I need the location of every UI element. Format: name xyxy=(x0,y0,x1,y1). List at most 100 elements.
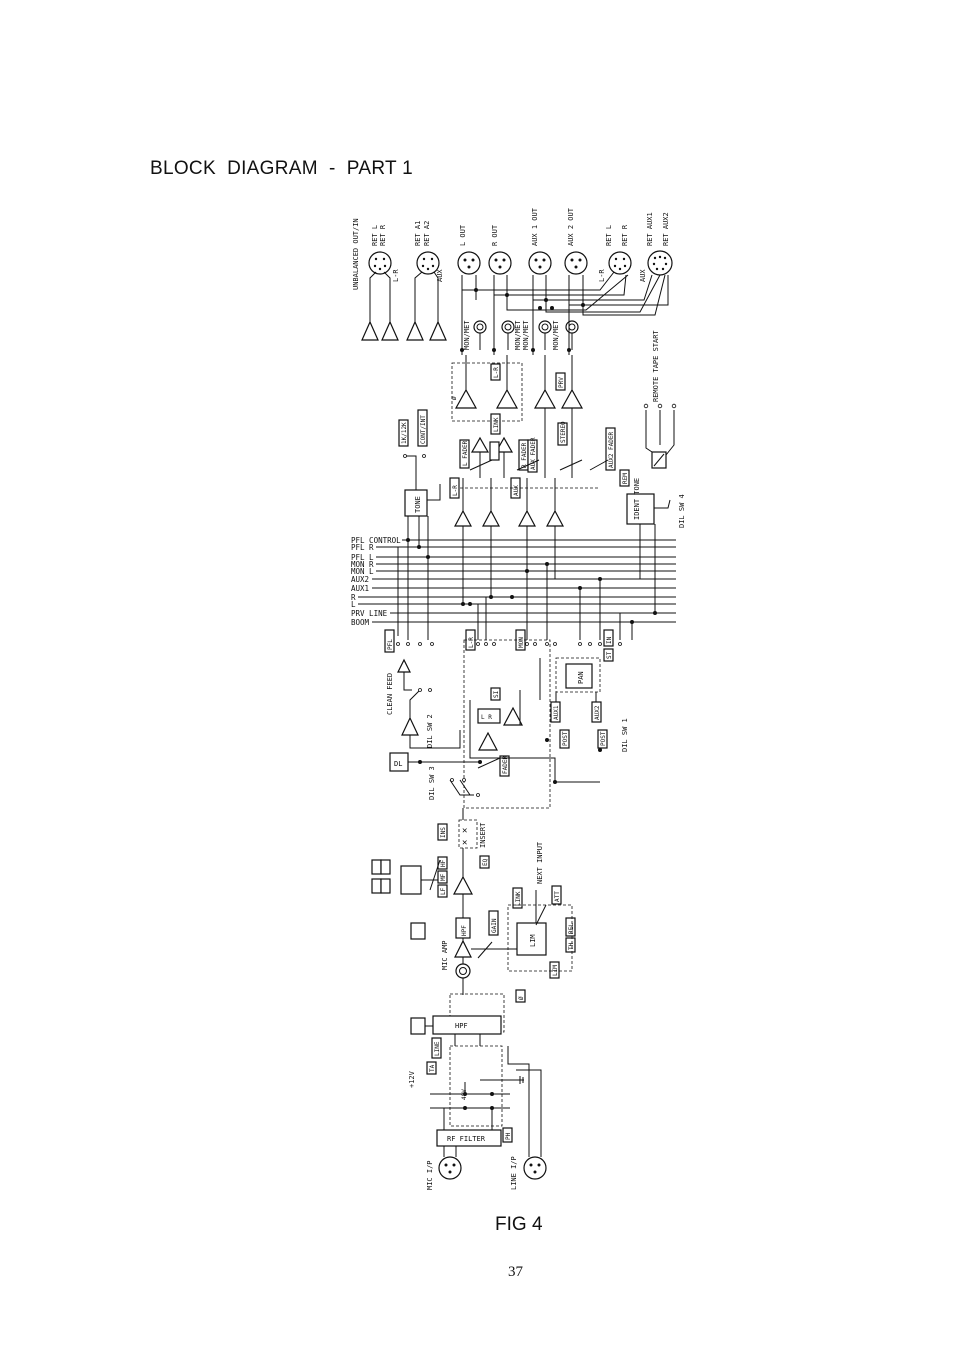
label-ret-aux2: RET AUX2 xyxy=(662,212,670,246)
label-aux2-fader: AUX2 FADER xyxy=(608,431,615,468)
page-title: BLOCK DIAGRAM - PART 1 xyxy=(150,158,414,179)
label-aux-b: AUX xyxy=(639,269,647,282)
switch-contacts xyxy=(396,642,622,646)
label-remote: REMOTE TAPE START xyxy=(652,330,660,402)
label-rem: REM xyxy=(622,473,629,484)
label-link-ch: LINK xyxy=(515,891,522,906)
label-mon: MON xyxy=(518,637,525,648)
connector-ret-aux xyxy=(647,250,673,276)
label-mon-met-3: MON/MET xyxy=(522,320,530,350)
svg-text:Ø: Ø xyxy=(451,396,458,400)
label-link: LINK xyxy=(493,417,500,432)
connector-ret-a xyxy=(416,251,440,275)
label-dil-sw4: DIL SW 4 xyxy=(678,494,686,528)
output-connectors xyxy=(368,250,673,276)
bus-buffers xyxy=(407,478,600,604)
connector-unbalanced xyxy=(368,251,392,275)
output-buffers xyxy=(361,290,447,341)
clean-feed-section: CLEAN FEED DIL SW 2 DL DIL SW 3 xyxy=(386,673,482,800)
label-aux1-fader: AUX FADER xyxy=(530,437,537,470)
label-ret-l: RET L xyxy=(371,225,379,246)
label-post2: POST xyxy=(600,731,607,746)
label-r-fader: R FADER xyxy=(521,442,528,468)
label-lr-tone: L-R xyxy=(452,485,459,496)
label-ret-l2: RET L xyxy=(605,225,613,246)
bus-labels: PFL CONTROL PFL R PFL L MON R MON L AUX2… xyxy=(351,536,401,627)
label-lim: LIM xyxy=(529,934,537,947)
label-in: IN xyxy=(606,636,613,644)
bus-label-pfl-r: PFL R xyxy=(351,543,374,552)
label-pan: PAN xyxy=(577,671,585,684)
label-gain: GAIN xyxy=(491,918,498,933)
svg-text:✕: ✕ xyxy=(462,838,467,848)
label-ident: IDENT TONE xyxy=(633,478,641,520)
label-ret-a2: RET A2 xyxy=(423,221,431,246)
buffer-aux1 xyxy=(533,388,557,409)
label-l-out: L OUT xyxy=(459,224,467,246)
label-mon-met-4: MON/MET xyxy=(552,320,560,350)
label-lr-master: L-R xyxy=(493,367,500,378)
label-mic-amp: MIC AMP xyxy=(441,940,449,970)
label-dl: DL xyxy=(394,760,402,768)
buffer-aux2 xyxy=(560,388,584,409)
label-clean-feed: CLEAN FEED xyxy=(386,673,394,715)
xlr-l-out xyxy=(457,251,481,275)
label-th: TH xyxy=(568,942,575,950)
xlr-aux2-out xyxy=(564,251,588,275)
label-att: ATT xyxy=(554,891,561,902)
label-aux1-out: AUX 1 OUT xyxy=(531,207,539,246)
master-faders: L FADER R FADER AUX FADER STEREO LINK AU… xyxy=(459,408,616,478)
xlr-r-out xyxy=(488,251,512,275)
label-line-ip: LINE I/P xyxy=(510,1156,518,1190)
label-aux-tone: AUX xyxy=(513,485,520,496)
label-ret-r2: RET R xyxy=(621,224,629,246)
connector-ret-lr xyxy=(608,251,632,275)
label-hf: HF xyxy=(440,859,447,867)
output-labels: UNBALANCED OUT/IN RET L RET R RET A1 RET… xyxy=(352,207,670,350)
xlr-mic-input xyxy=(438,1156,462,1180)
label-aux1-ch: AUX1 xyxy=(553,705,560,720)
label-phase: Ø xyxy=(518,996,525,1000)
label-dil-sw2: DIL SW 2 xyxy=(426,714,434,748)
meter-drivers xyxy=(460,290,579,355)
label-l-fader: L FADER xyxy=(462,440,469,466)
label-ph: PH xyxy=(505,1132,512,1140)
label-stereo: STEREO xyxy=(560,421,567,443)
label-post1: POST xyxy=(562,731,569,746)
label-prv: PRV xyxy=(558,377,565,388)
label-ret-r: RET R xyxy=(379,224,387,246)
xlr-line-input xyxy=(523,1156,547,1180)
svg-text:✕: ✕ xyxy=(462,826,467,836)
label-12v: +12V xyxy=(408,1070,416,1088)
label-hpf2: HPF xyxy=(455,1022,468,1030)
bus-label-pfl-control: PFL CONTROL xyxy=(351,536,401,545)
bus-label-prv-line: PRV LINE xyxy=(351,609,388,618)
label-hpf: HPF xyxy=(461,925,468,936)
label-fader: FADER xyxy=(502,756,509,774)
output-wiring xyxy=(369,271,669,316)
label-rf-filter: RF FILTER xyxy=(447,1135,486,1143)
label-lr-1: L-R xyxy=(392,269,400,282)
label-dil-sw3: DIL SW 3 xyxy=(428,766,436,800)
label-dil-sw1: DIL SW 1 xyxy=(621,718,629,752)
label-aux2-ch: AUX2 xyxy=(594,705,601,720)
label-aux-a: AUX xyxy=(436,269,444,282)
label-r-out: R OUT xyxy=(491,224,499,246)
ident-tone-section: IDENT TONE REM REMOTE TAPE START DIL SW … xyxy=(619,330,686,613)
label-unbalanced: UNBALANCED OUT/IN xyxy=(352,218,360,290)
gain-limiter-section: HPF GAIN LIM LINK ATT REL TH LIM NEXT IN… xyxy=(410,841,576,979)
bus-lines xyxy=(358,539,676,623)
label-eq: EQ xyxy=(482,858,489,866)
input-section: LINE TA +12V 48V RF FILTER PH MIC I/P LI… xyxy=(408,1037,547,1190)
figure-label: FIG 4 xyxy=(495,1214,543,1235)
label-1k12k: 1K/12K xyxy=(401,422,408,444)
label-lim2: LIM xyxy=(552,965,559,976)
bus-junctions xyxy=(406,538,657,624)
label-mf: MF xyxy=(440,873,447,881)
label-next-input: NEXT INPUT xyxy=(536,841,544,884)
mic-amp-section: MIC AMP Ø HPF xyxy=(410,940,526,1046)
page-number: 37 xyxy=(508,1264,523,1280)
bus-label-l: L xyxy=(351,600,356,609)
